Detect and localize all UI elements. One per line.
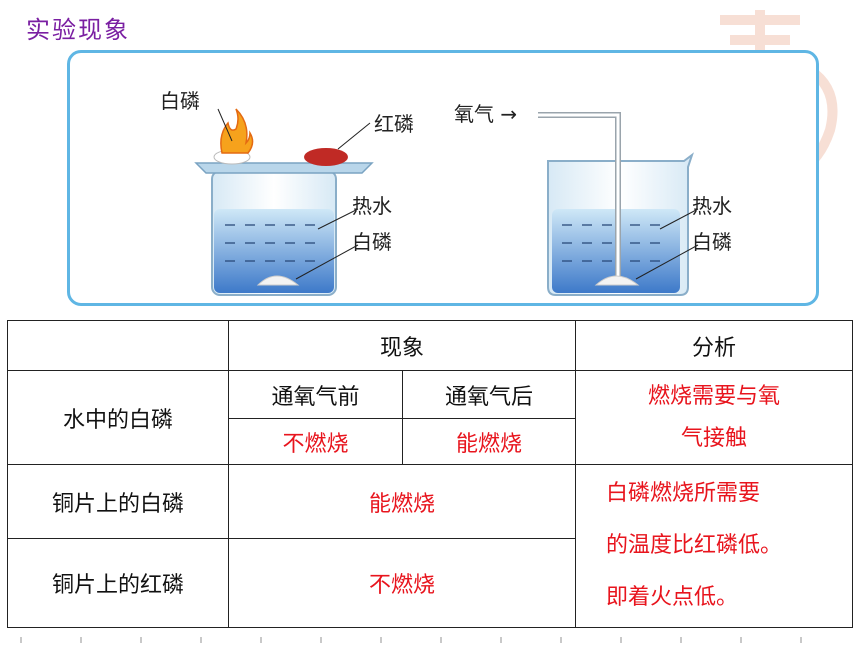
analysis-line: 燃烧需要与氧: [648, 383, 781, 409]
page-title: 实验现象: [26, 16, 130, 44]
table-header-row: 现象 分析: [7, 320, 854, 371]
decorative-dots: [20, 637, 802, 643]
table-row: 水中的白磷 通氧气前 通氧气后 燃烧需要与氧 气接触: [7, 370, 854, 465]
result-before-oxygen: 不燃烧: [228, 418, 403, 465]
label-white-phosphorus-water-left: 白磷: [352, 230, 392, 254]
table-row: 不燃烧 能燃烧: [8, 418, 853, 465]
results-table: 现象 分析 水中的白磷 通氧气前 通氧气后 燃烧需要与氧 气接触 不燃烧 能燃烧…: [7, 320, 854, 628]
result-after-oxygen: 能燃烧: [401, 418, 577, 465]
sub-header-after: 通氧气后: [401, 370, 577, 419]
experiment-figure: 白磷 红磷 热水 白磷 氧气 → 热水 白磷: [67, 50, 819, 306]
sub-header-before: 通氧气前: [228, 370, 403, 419]
analysis-ignition-point: 白磷燃烧所需要 的温度比红磷低。 即着火点低。: [575, 464, 854, 628]
row-label-water-white: 水中的白磷: [7, 370, 229, 465]
experiment-diagram: 白磷 红磷 热水 白磷 氧气 → 热水 白磷: [160, 89, 732, 296]
left-beaker: 白磷 红磷 热水 白磷: [160, 89, 414, 296]
header-phenomenon: 现象: [227, 320, 577, 371]
row-label-copper-red: 铜片上的红磷: [7, 538, 229, 628]
label-red-phosphorus: 红磷: [374, 112, 414, 136]
result-copper-red: 不燃烧: [227, 538, 577, 628]
analysis-line: 白磷燃烧所需要: [606, 481, 761, 506]
row-label-copper-white: 铜片上的白磷: [7, 464, 229, 539]
label-white-phosphorus-top: 白磷: [160, 89, 200, 113]
right-beaker: 氧气 → 热水 白磷: [454, 102, 732, 296]
table-row: 铜片上的红磷 不燃烧: [7, 538, 853, 628]
table-row: 铜片上的白磷 能燃烧 白磷燃烧所需要 的温度比红磷低。 即着火点低。: [7, 464, 854, 628]
header-analysis: 分析: [575, 320, 854, 371]
label-white-phosphorus-water-right: 白磷: [692, 230, 732, 254]
analysis-oxygen-contact: 燃烧需要与氧 气接触: [575, 370, 854, 465]
analysis-line: 气接触: [681, 425, 748, 451]
label-hot-water-left: 热水: [352, 194, 392, 218]
analysis-line: 的温度比红磷低。: [606, 533, 783, 558]
header-empty-cell: [7, 320, 229, 371]
label-hot-water-right: 热水: [692, 194, 732, 218]
label-oxygen: 氧气 →: [454, 102, 517, 126]
analysis-line: 即着火点低。: [606, 585, 739, 610]
result-copper-white: 能燃烧: [227, 464, 577, 539]
